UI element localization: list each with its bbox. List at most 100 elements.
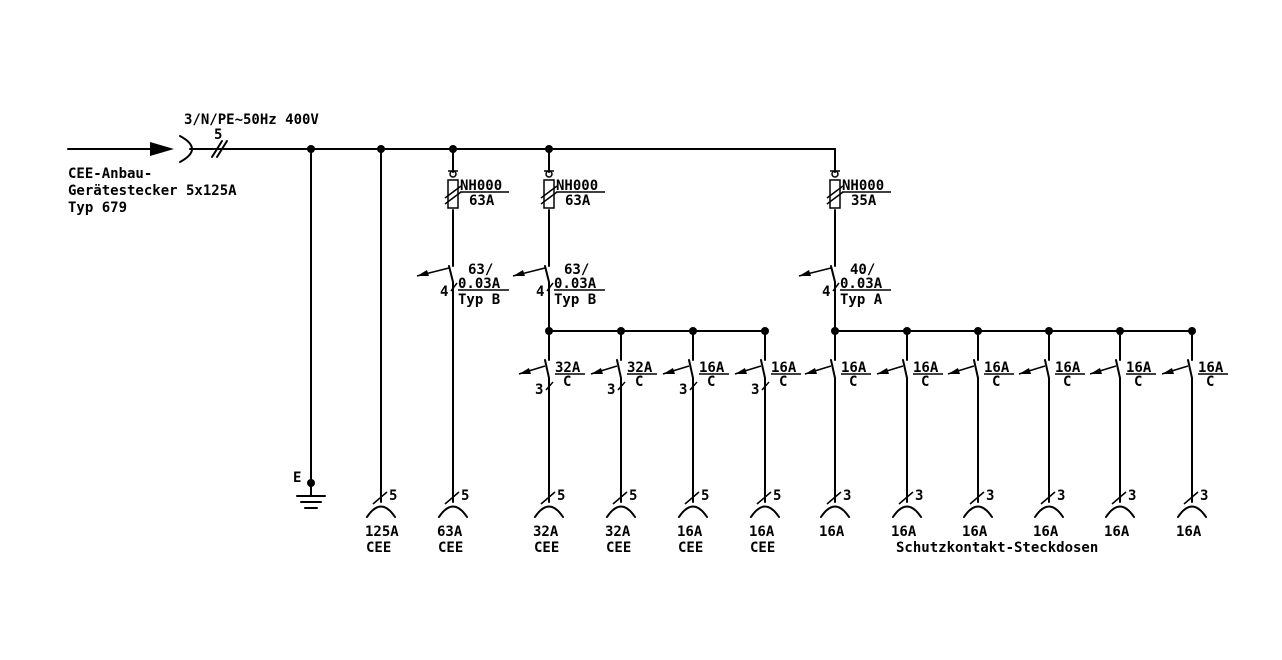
rcd-rating-label: 40/: [850, 262, 875, 278]
rcd-type-label: Typ B: [458, 292, 500, 308]
fuse-rating-label: 63A: [565, 193, 591, 209]
breaker-curve-label: C: [849, 374, 857, 390]
socket-rating-label: 63A: [437, 524, 463, 540]
rcd-poles-label: 4: [536, 284, 544, 300]
socket-icon: [1105, 505, 1135, 518]
socket-kind-label: CEE: [606, 540, 631, 556]
breaker-actuator-icon: [1019, 368, 1031, 374]
earth-branch: E: [293, 148, 326, 509]
socket-rating-label: 16A: [891, 524, 917, 540]
socket-9: 3 16A: [962, 488, 994, 540]
breaker-actuator-icon: [1090, 368, 1102, 374]
socket-11: 3 16A: [1104, 488, 1136, 540]
socket-icon: [1177, 505, 1207, 518]
socket-icon: [963, 505, 993, 518]
socket-rating-label: 32A: [605, 524, 631, 540]
socket-wires-label: 3: [1128, 488, 1136, 504]
socket-kind-label: CEE: [366, 540, 391, 556]
socket-icon: [438, 505, 468, 518]
breaker-curve-label: C: [921, 374, 929, 390]
breaker-rating-label: 32A: [627, 360, 653, 376]
rcd-poles-label: 4: [822, 284, 830, 300]
socket-rating-label: 125A: [365, 524, 399, 540]
socket-wires-label: 5: [701, 488, 709, 504]
rcd-trip-label: 0.03A: [554, 276, 597, 292]
breaker-poles-label: 3: [535, 382, 543, 398]
breaker-actuator-icon: [805, 368, 817, 374]
socket-rating-label: 32A: [533, 524, 559, 540]
breaker-curve-label: C: [707, 374, 715, 390]
breaker-actuator-icon: [948, 368, 960, 374]
socket-kind-label: CEE: [534, 540, 559, 556]
rcd-trip-label: 0.03A: [458, 276, 501, 292]
rcd-actuator-icon: [513, 270, 525, 276]
socket-rating-label: 16A: [819, 524, 845, 540]
socket-icon: [892, 505, 922, 518]
rcd-rating-label: 63/: [468, 262, 493, 278]
breaker-rating-label: 16A: [699, 360, 725, 376]
rcd-type-label: Typ A: [840, 292, 883, 308]
breaker-poles-label: 3: [751, 382, 759, 398]
breaker-actuator-icon: [877, 368, 889, 374]
breaker-poles-label: 3: [607, 382, 615, 398]
breaker-curve-label: C: [779, 374, 787, 390]
socket-wires-label: 5: [773, 488, 781, 504]
breaker-rating-label: 32A: [555, 360, 581, 376]
socket-rating-label: 16A: [962, 524, 988, 540]
socket-wires-label: 5: [461, 488, 469, 504]
plug-label-2: Gerätestecker 5x125A: [68, 183, 237, 199]
socket-icon: [534, 505, 564, 518]
breaker-curve-label: C: [1134, 374, 1142, 390]
plug-label-1: CEE-Anbau-: [68, 166, 152, 182]
breaker-rating-label: 16A: [771, 360, 797, 376]
fuse-type-label: NH000: [460, 178, 502, 194]
socket-icon: [678, 505, 708, 518]
socket-icon: [366, 505, 396, 518]
fuse-rating-label: 63A: [469, 193, 495, 209]
breaker-actuator-icon: [519, 368, 531, 374]
rcd-actuator-icon: [417, 270, 429, 276]
breaker-actuator-icon: [663, 368, 675, 374]
rcd-rating-label: 63/: [564, 262, 589, 278]
socket-wires-label: 5: [389, 488, 397, 504]
socket-wires-label: 3: [1200, 488, 1208, 504]
breaker-poles-label: 3: [679, 382, 687, 398]
breaker-curve-label: C: [992, 374, 1000, 390]
socket-rating-label: 16A: [1104, 524, 1130, 540]
breaker-rating-label: 16A: [984, 360, 1010, 376]
fuse-rating-label: 35A: [851, 193, 877, 209]
breaker-rating-label: 16A: [913, 360, 939, 376]
breaker-actuator-icon: [591, 368, 603, 374]
socket-icon: [1034, 505, 1064, 518]
fuse-type-label: NH000: [842, 178, 884, 194]
schuko-label: Schutzkontakt-Steckdosen: [896, 540, 1098, 556]
socket-rating-label: 16A: [749, 524, 775, 540]
plug-label-3: Typ 679: [68, 200, 127, 216]
supply-label: 3/N/PE~50Hz 400V: [184, 112, 319, 128]
socket-kind-label: CEE: [678, 540, 703, 556]
socket-wires-label: 5: [629, 488, 637, 504]
breaker-actuator-icon: [735, 368, 747, 374]
rcd-poles-label: 4: [440, 284, 448, 300]
socket-wires-label: 3: [986, 488, 994, 504]
rcd-actuator-icon: [799, 270, 811, 276]
socket-icon: [606, 505, 636, 518]
